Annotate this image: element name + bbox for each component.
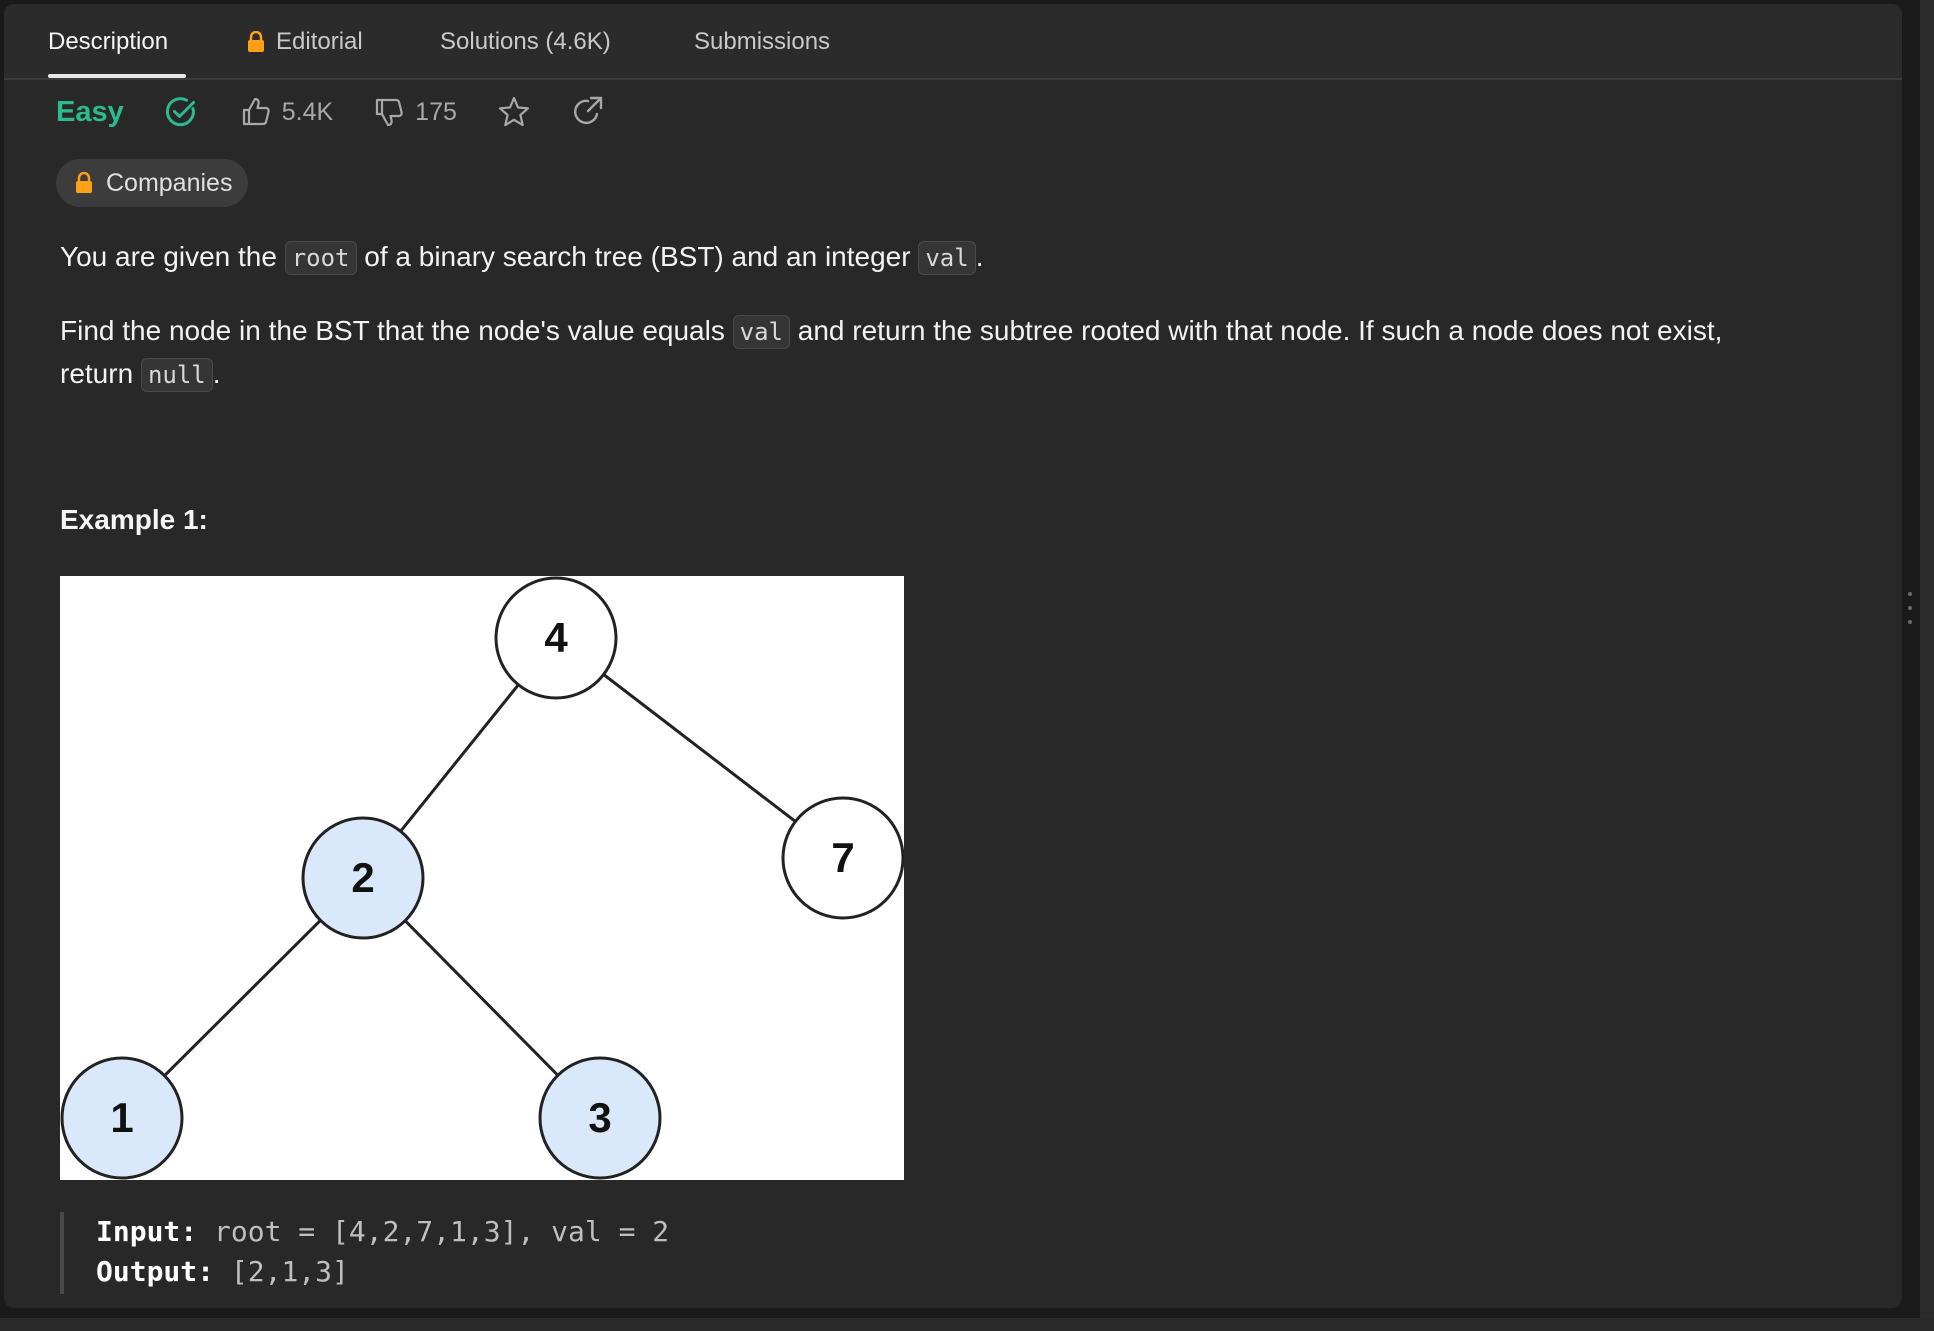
tree-node-label: 3 [588,1094,611,1141]
dislike-button[interactable]: 175 [373,96,457,128]
example-output-line: Output: [2,1,3] [96,1252,1496,1292]
tree-node-label: 4 [544,614,568,661]
lock-icon [248,31,264,52]
dislike-count: 175 [415,97,457,126]
tab-solutions[interactable]: Solutions (4.6K) [440,28,611,56]
tab-description-label: Description [48,28,169,55]
problem-panel: Description Editorial Solutions (4.6K) S… [4,4,1902,1308]
like-count: 5.4K [281,97,334,126]
favorite-button[interactable] [497,95,531,129]
tree-diagram: 4 2 7 1 3 [60,576,905,1180]
inline-code-null: null [140,358,213,392]
text-segment: . [975,241,984,272]
thumbs-up-icon [242,97,270,126]
share-button[interactable] [571,95,605,129]
tree-node-label: 2 [351,854,374,901]
tab-solutions-label: Solutions (4.6K) [440,28,611,55]
example-input-line: Input: root = [4,2,7,1,3], val = 2 [96,1212,1496,1252]
share-icon [573,96,603,124]
example-title: Example 1: [60,504,208,535]
tree-svg: 4 2 7 1 3 [60,576,905,1180]
tab-editorial[interactable]: Editorial [246,28,363,56]
text-segment: of a binary search tree (BST) and an int… [356,241,919,272]
check-circle-icon [165,97,195,127]
tab-editorial-label: Editorial [276,28,363,55]
tree-node-2: 2 [301,816,425,940]
like-button[interactable]: 5.4K [240,96,333,128]
difficulty-badge: Easy [56,95,124,128]
tree-node-3: 3 [538,1056,662,1180]
description-paragraph-1: You are given the root of a binary searc… [60,236,1860,279]
output-value: [2,1,3] [230,1255,349,1288]
text-segment: return [60,358,141,389]
companies-button[interactable]: Companies [56,159,249,207]
text-segment: . [212,358,221,389]
tab-submissions[interactable]: Submissions [694,28,830,56]
text-segment: You are given the [60,241,285,272]
tab-bar: Description Editorial Solutions (4.6K) S… [4,4,1902,80]
active-tab-indicator [48,74,186,78]
input-label: Input: [96,1215,198,1248]
text-segment: and return the subtree rooted with that … [790,315,1723,346]
inline-code-val: val [732,315,790,349]
star-icon [498,96,529,127]
output-label: Output: [96,1255,215,1288]
problem-meta-row: Easy 5.4K 175 [56,90,645,134]
tab-submissions-label: Submissions [694,28,831,55]
tree-node-7: 7 [781,796,905,920]
tree-node-1: 1 [60,1056,184,1180]
tree-node-label: 1 [110,1094,133,1141]
text-segment: Find the node in the BST that the node's… [60,315,733,346]
companies-label: Companies [106,168,233,197]
thumbs-down-icon [376,98,403,127]
inline-code-val: val [918,241,976,275]
tree-node-4: 4 [494,576,618,700]
inline-code-root: root [284,241,357,275]
example-io-block: Input: root = [4,2,7,1,3], val = 2 Outpu… [60,1212,1496,1294]
tab-description[interactable]: Description [48,28,168,56]
lock-icon [76,172,92,193]
resize-handle-icon[interactable] [1907,590,1913,626]
adjacent-panel-edge [1920,0,1934,1331]
tree-node-label: 7 [831,834,854,881]
window-bottom-edge [0,1318,1934,1331]
input-value: root = [4,2,7,1,3], val = 2 [214,1215,670,1248]
solved-status [164,95,198,129]
description-paragraph-2: Find the node in the BST that the node's… [60,310,1860,396]
